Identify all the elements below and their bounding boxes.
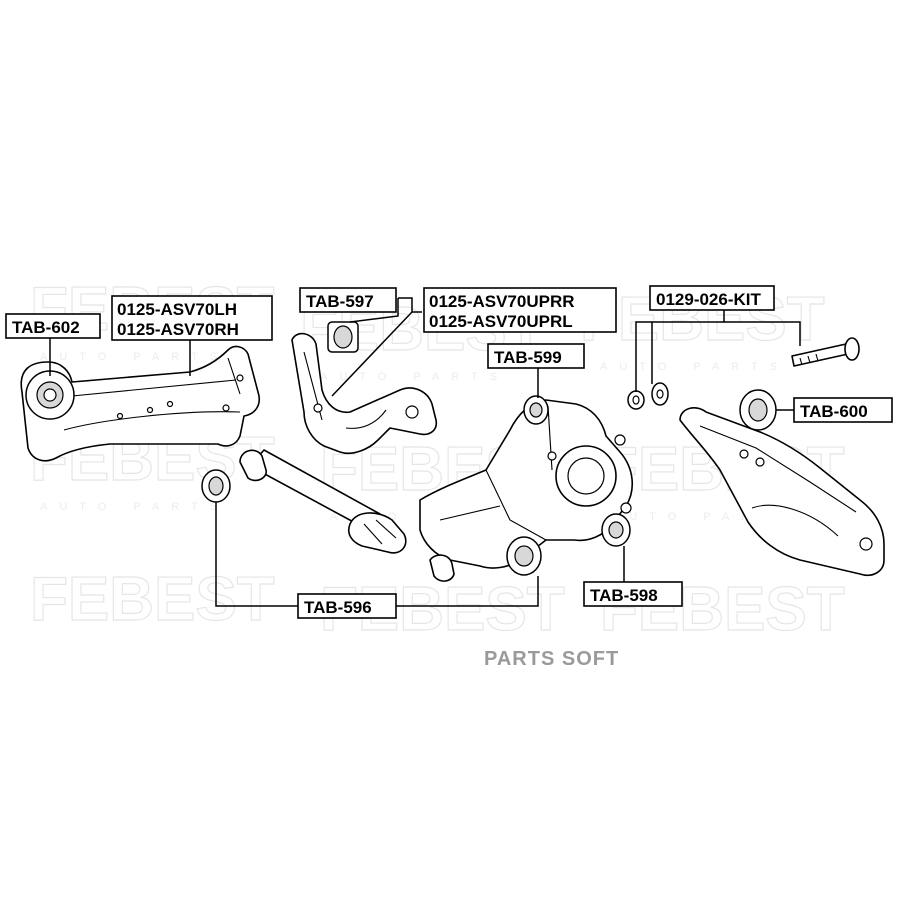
label-upper-rr-text: 0125-ASV70UPRR (429, 292, 575, 311)
watermark-tagline-2: AUTO PARTS (320, 371, 509, 383)
label-arm-lh-text: 0125-ASV70LH (117, 300, 237, 319)
trailing-arm-drawing (20, 345, 260, 462)
label-tab-597: TAB-597 (299, 287, 397, 313)
label-kit: 0129-026-KIT (649, 285, 775, 311)
label-kit-text: 0129-026-KIT (656, 290, 762, 309)
watermark-brand-7: FEBEST (30, 565, 275, 634)
label-upper-rl-text: 0125-ASV70UPRL (429, 312, 573, 331)
label-tab-600: TAB-600 (793, 397, 893, 423)
footer-brand: PARTS SOFT (484, 648, 619, 670)
footer-brand-text: PARTS SOFT (484, 648, 619, 670)
tab-596-knuckle-bushing (506, 536, 542, 576)
lateral-link-drawing (239, 449, 407, 554)
watermark-tagline-4: AUTO PARTS (40, 501, 229, 513)
label-tab-602: TAB-602 (5, 313, 101, 339)
watermark-tagline-3: AUTO PARTS (600, 361, 789, 373)
lower-arm-right-drawing (679, 407, 885, 576)
label-tab-599-text: TAB-599 (494, 348, 562, 367)
label-arm-rh-text: 0125-ASV70RH (117, 320, 239, 339)
label-trailing-arm: 0125-ASV70LH 0125-ASV70RH (111, 295, 273, 341)
upper-control-arm-drawing (291, 332, 438, 455)
label-tab-600-text: TAB-600 (800, 402, 868, 421)
label-tab-599: TAB-599 (487, 343, 585, 369)
label-tab-596: TAB-596 (297, 593, 397, 619)
label-tab-602-text: TAB-602 (12, 318, 80, 337)
tab-599-bushing (523, 395, 549, 425)
label-tab-597-text: TAB-597 (306, 292, 374, 311)
tab-600-bushing (739, 389, 777, 431)
tab-596-left-bushing (201, 469, 231, 503)
label-tab-598: TAB-598 (583, 581, 683, 607)
label-upper-arm: 0125-ASV70UPRR 0125-ASV70UPRL (423, 287, 617, 333)
label-tab-598-text: TAB-598 (590, 586, 658, 605)
tab-597-bushing (327, 321, 359, 353)
knuckle-drawing (419, 399, 633, 582)
label-tab-596-text: TAB-596 (304, 598, 372, 617)
watermark-tagline-1: AUTO PARTS (40, 351, 229, 363)
camber-bolt-kit-drawing (627, 337, 860, 410)
tab-598-bushing (601, 513, 631, 547)
tab-602-bushing (25, 370, 75, 420)
